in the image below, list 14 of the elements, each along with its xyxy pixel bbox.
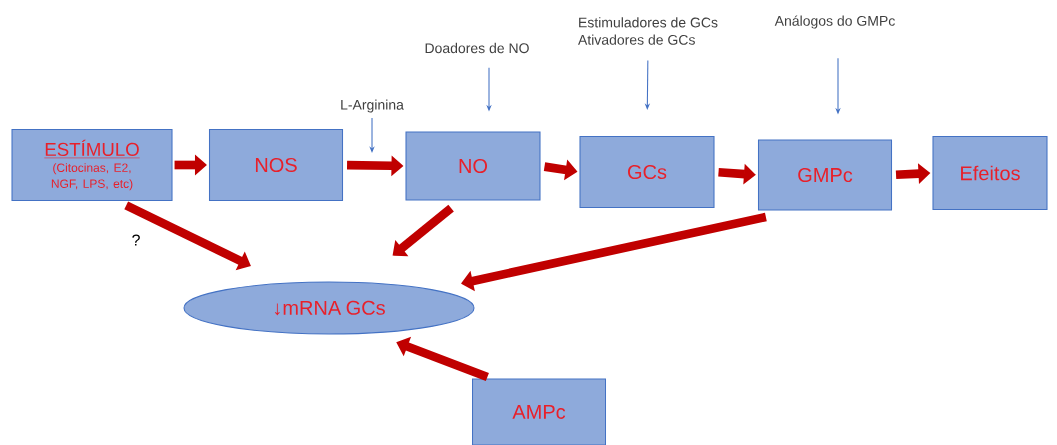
- input-label: L-Arginina: [341, 99, 404, 113]
- input-label: Análogos do GMPc: [774, 15, 895, 29]
- process-box: NO: [405, 131, 541, 201]
- block-arrow: [392, 204, 454, 257]
- edge-label: ?: [130, 233, 142, 247]
- input-label: Doadores de NO: [425, 42, 529, 54]
- process-box: Efeitos: [932, 135, 1048, 211]
- process-box: ESTÍMULO (Citocinas, E2, NGF, LPS, etc): [11, 128, 173, 202]
- input-label: Estimuladores de GCs Ativadores de GCs: [578, 17, 718, 45]
- process-box: GCs: [579, 135, 715, 209]
- process-box: NOS: [208, 128, 344, 202]
- process-box: GMPc: [757, 139, 893, 211]
- block-arrow: [461, 212, 767, 292]
- process-box: AMPc: [471, 378, 607, 445]
